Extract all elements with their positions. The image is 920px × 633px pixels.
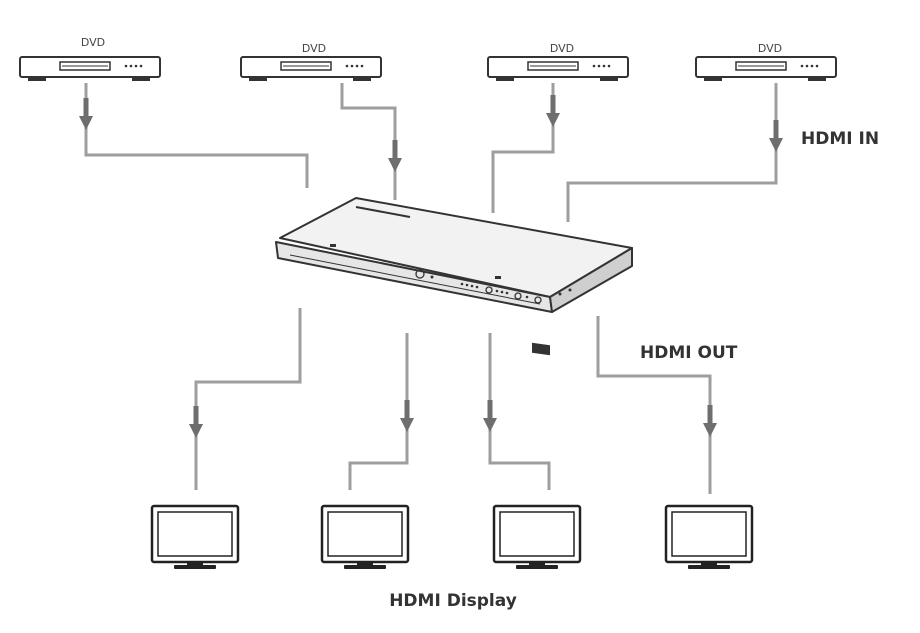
dvd-player-icon [240, 56, 382, 82]
monitor-icon [664, 504, 754, 571]
output-cable-3 [488, 333, 551, 490]
dvd-player-icon [695, 56, 837, 82]
arrow-down-icon [703, 405, 717, 437]
dvd-label: DVD [758, 42, 782, 55]
dvd-player-icon [487, 56, 629, 82]
arrow-down-icon [546, 95, 560, 127]
input-cable-3 [491, 83, 555, 213]
arrow-down-icon [400, 400, 414, 432]
arrow-down-icon [189, 406, 203, 438]
dvd-label: DVD [302, 42, 326, 55]
input-cable-2 [340, 83, 397, 200]
source-dvd-2: DVD [240, 42, 382, 82]
hdmi-display-label: HDMI Display [389, 591, 517, 611]
source-dvd-3: DVD [487, 42, 629, 82]
output-cable-2 [348, 333, 409, 490]
monitor-icon [492, 504, 582, 571]
source-dvd-4: DVD [695, 42, 837, 82]
arrow-down-icon [483, 400, 497, 432]
monitor-icon [150, 504, 240, 571]
dvd-label: DVD [81, 36, 105, 49]
output-cable-1 [194, 308, 302, 490]
dvd-player-icon [19, 56, 161, 82]
hdmi-in-label: HDMI IN [801, 129, 879, 149]
hdmi-matrix-switch-icon [275, 197, 633, 356]
hdmi-out-label: HDMI OUT [640, 343, 738, 363]
arrow-down-icon [388, 140, 402, 172]
arrow-down-icon [769, 120, 783, 152]
monitor-icon [320, 504, 410, 571]
input-cable-1 [84, 83, 309, 188]
input-cable-4 [566, 83, 778, 222]
source-dvd-1: DVD [19, 36, 161, 82]
arrow-down-icon [79, 98, 93, 130]
dvd-label: DVD [550, 42, 574, 55]
